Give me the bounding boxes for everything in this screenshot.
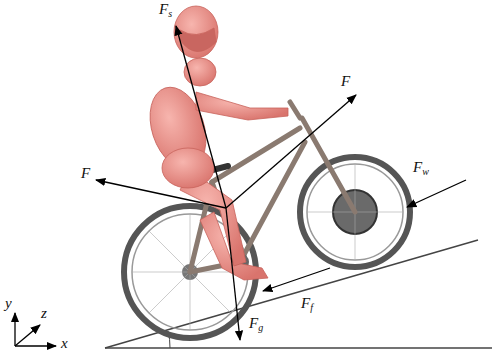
axis-label: y bbox=[4, 296, 13, 311]
force-arrows bbox=[96, 26, 466, 340]
force-label: Fw bbox=[412, 160, 430, 175]
rider-figure bbox=[140, 6, 288, 280]
axis-label: z bbox=[40, 306, 48, 321]
ground-line bbox=[105, 347, 492, 349]
force-label: Fg bbox=[248, 316, 264, 331]
axis-label: x bbox=[60, 336, 69, 351]
force-label: F bbox=[80, 166, 91, 181]
force-label: Fs bbox=[158, 2, 173, 17]
axes bbox=[15, 313, 56, 346]
force-label: Ff bbox=[300, 296, 314, 311]
force-label: F bbox=[340, 74, 351, 89]
